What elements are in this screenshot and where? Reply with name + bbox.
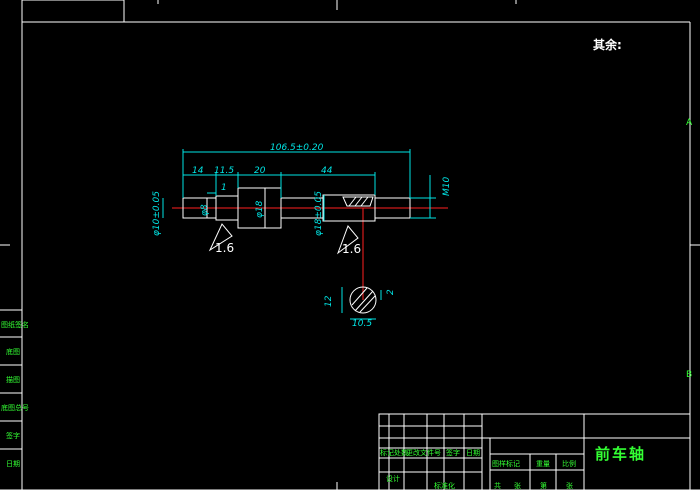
left-table-cell: 描图 <box>6 375 20 384</box>
section-view <box>341 286 382 320</box>
section-keyway: 2 <box>386 289 396 295</box>
dim-seg2: 11.5 <box>214 166 234 176</box>
left-signature-table <box>0 309 22 450</box>
section-width: 10.5 <box>352 319 372 329</box>
title-cell: 张 <box>566 481 573 490</box>
general-roughness-note: 其余: <box>593 37 622 52</box>
dim-diameter-small: φ8 <box>200 204 210 216</box>
title-cell: 共 <box>494 481 501 490</box>
dimension-lines <box>162 149 436 221</box>
dim-diameter-mid: φ18 <box>255 200 265 218</box>
roughness-value-1: 1.6 <box>215 241 234 255</box>
left-table-cell: 底图总号 <box>1 403 29 412</box>
title-cell: 签字 <box>446 448 460 457</box>
corner-label-box <box>21 0 125 23</box>
dim-seg3: 20 <box>254 166 266 176</box>
section-height: 12 <box>324 295 334 307</box>
title-cell: 标记处数 <box>380 448 408 457</box>
title-block-grid <box>378 413 691 490</box>
left-table-cell: 签字 <box>6 431 20 440</box>
dim-diameter-left: φ10±0.05 <box>152 191 162 236</box>
roughness-value-2: 1.6 <box>342 242 361 256</box>
roughness-symbol-1 <box>208 223 233 252</box>
title-cell: 更改文件号 <box>406 448 441 457</box>
title-cell: 日期 <box>466 449 480 457</box>
title-cell: 重量 <box>536 460 550 468</box>
title-cell: 比例 <box>562 459 576 468</box>
left-table-cell: 图纸签名 <box>1 320 29 329</box>
title-cell: 第 <box>540 481 547 490</box>
drawing-name: 前车轴 <box>595 445 646 463</box>
title-cell: 设计 <box>386 474 400 483</box>
dim-seg4: 44 <box>321 166 333 176</box>
left-table-cell: 日期 <box>6 460 20 468</box>
title-cell: 标准化 <box>434 481 455 490</box>
dim-thread: M10 <box>442 177 452 196</box>
dim-seg1: 14 <box>192 166 204 176</box>
roughness-symbol-2 <box>336 225 359 255</box>
keyway-hatch <box>342 196 374 207</box>
dim-overall-length: 106.5±0.20 <box>270 143 324 153</box>
dim-diameter-right: φ18±0.05 <box>314 191 324 236</box>
shaft-outline <box>182 187 411 229</box>
zone-letter-b: B <box>686 370 692 380</box>
zone-letter-a: A <box>686 118 693 128</box>
left-table-cell: 底图 <box>6 347 20 356</box>
title-cell: 张 <box>514 481 521 490</box>
title-cell: 图样标记 <box>492 459 520 468</box>
dim-step: 1 <box>221 183 227 193</box>
